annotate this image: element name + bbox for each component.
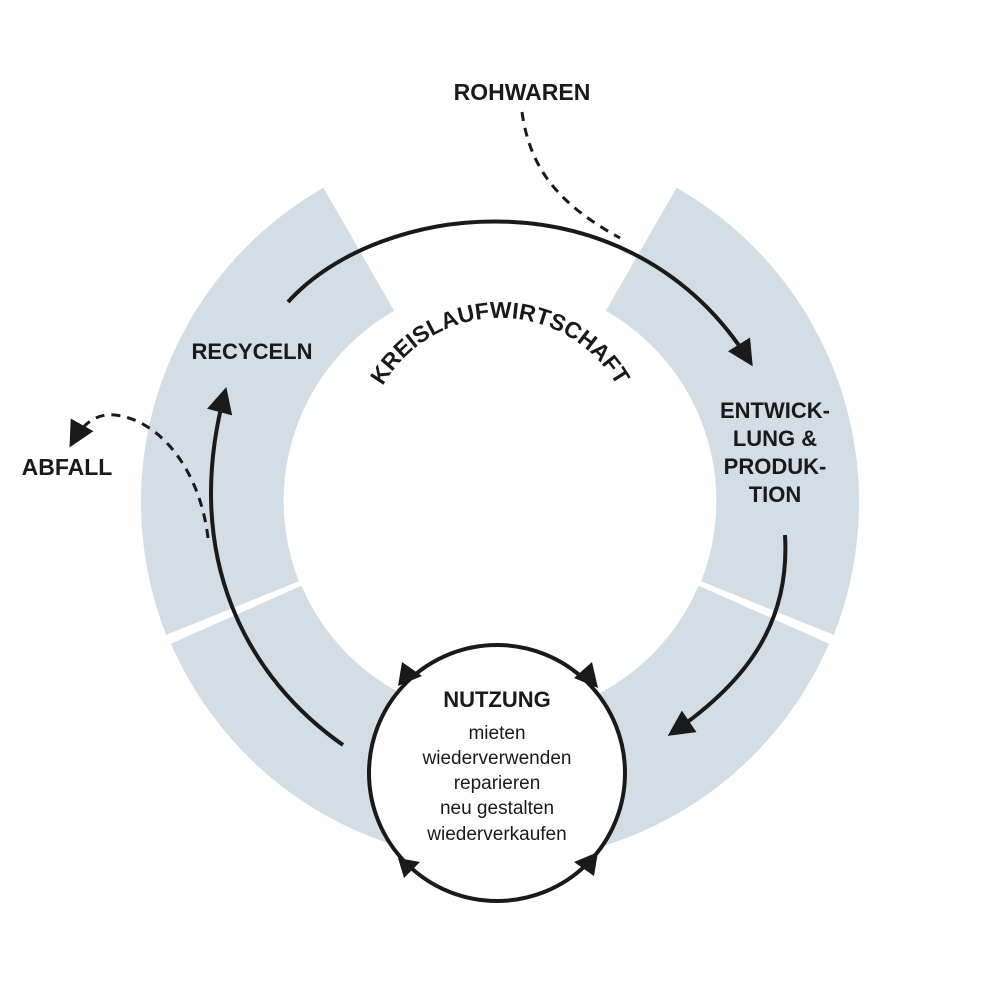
usage-item: wiederverwenden [422,748,572,769]
usage-arrowhead-top-right [574,662,598,688]
arrow-production-to-usage [667,534,788,736]
usage-circle-outline [367,643,627,903]
usage-cycle-arrowheads [398,662,598,878]
usage-item: reparieren [454,773,541,794]
usage-item: mieten [468,723,525,744]
arrow-recycle-to-production [286,219,753,367]
usage-arrowhead-top-left [398,662,422,686]
waste-label: ABFALL [22,454,113,480]
center-title: KREISLAUFWIRTSCHAFT [365,297,635,389]
arrow-usage-to-recycle [207,386,345,747]
ring-segment-recycle [140,187,395,635]
usage-items: mieten wiederverwenden reparieren neu ge… [422,723,572,845]
production-label: ENTWICK- LUNG & PRODUK- TION [720,398,830,507]
usage-item: neu gestalten [440,798,554,819]
production-label-line: LUNG & [733,426,817,451]
usage-title: NUTZUNG [443,687,551,712]
ring-segment-production [605,187,860,635]
production-label-line: ENTWICK- [720,398,830,423]
production-label-line: TION [749,482,802,507]
usage-arrowhead-bottom-left [398,858,420,878]
flow-arrows [69,111,788,747]
raw-materials-label: ROHWAREN [454,79,591,105]
usage-circle: NUTZUNG mieten wiederverwenden repariere… [367,643,627,903]
center-title-text: KREISLAUFWIRTSCHAFT [365,297,635,389]
production-label-line: PRODUK- [724,454,827,479]
arrow-raw-materials [520,111,621,240]
usage-arrowhead-bottom-right [574,852,598,876]
arrow-waste [69,413,210,539]
recycle-label: RECYCELN [191,339,312,364]
usage-item: wiederverkaufen [426,824,566,845]
